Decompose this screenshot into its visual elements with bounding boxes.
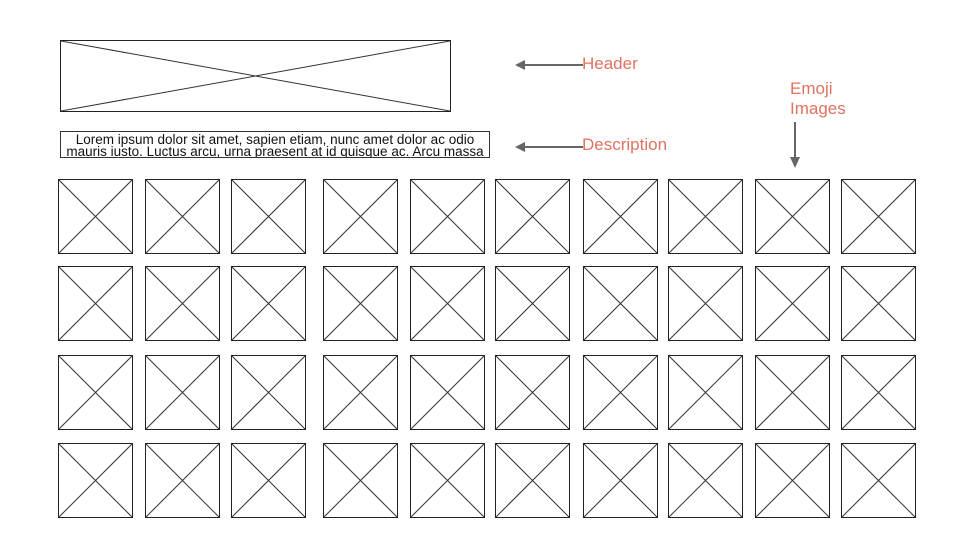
emoji-image-placeholder [495,355,570,430]
emoji-image-placeholder [583,179,658,254]
emoji-image-placeholder [145,443,220,518]
emoji-image-placeholder [841,266,916,341]
emoji-image-placeholder [841,443,916,518]
emoji-image-placeholder [755,355,830,430]
description-line-2: mauris iusto. Luctus arcu, urna praesent… [66,144,484,158]
emoji-image-placeholder [841,355,916,430]
emoji-annotation-line-1: Emoji [790,79,833,98]
emoji-image-placeholder [145,266,220,341]
description-annotation: Description [582,135,668,154]
emoji-image-placeholder [583,443,658,518]
emoji-image-placeholder [58,266,133,341]
emoji-image-placeholder [583,355,658,430]
emoji-image-placeholder [323,443,398,518]
emoji-image-placeholder [231,179,306,254]
header-image-placeholder [60,40,451,112]
emoji-image-placeholder [495,179,570,254]
emoji-image-placeholder [145,179,220,254]
emoji-image-placeholder [323,179,398,254]
emoji-image-placeholder [410,179,485,254]
emoji-annotation-line-2: Images [790,99,846,118]
emoji-image-placeholder [58,179,133,254]
emoji-image-placeholder [410,443,485,518]
emoji-image-placeholder [668,179,743,254]
emoji-image-placeholder [755,179,830,254]
emoji-image-placeholder [755,266,830,341]
arrow-left-icon [515,142,583,152]
header-annotation: Header [582,54,638,73]
emoji-image-placeholder [410,266,485,341]
emoji-image-placeholder [495,443,570,518]
emoji-image-placeholder [841,179,916,254]
emoji-image-placeholder [58,355,133,430]
emoji-image-placeholder [323,355,398,430]
emoji-image-placeholder [668,443,743,518]
emoji-image-placeholder [231,355,306,430]
arrow-left-icon [515,60,583,70]
emoji-image-placeholder [410,355,485,430]
emoji-image-placeholder [668,266,743,341]
emoji-image-placeholder [583,266,658,341]
emoji-image-placeholder [495,266,570,341]
emoji-image-placeholder [668,355,743,430]
emoji-image-placeholder [231,443,306,518]
description-line-1: Lorem ipsum dolor sit amet, sapien etiam… [75,132,475,147]
emoji-image-placeholder [58,443,133,518]
description-box: Lorem ipsum dolor sit amet, sapien etiam… [60,131,490,158]
arrow-down-icon [790,122,800,168]
emoji-image-placeholder [755,443,830,518]
emoji-annotation: Emoji Images [790,79,846,119]
emoji-image-placeholder [231,266,306,341]
emoji-image-placeholder [145,355,220,430]
emoji-image-placeholder [323,266,398,341]
